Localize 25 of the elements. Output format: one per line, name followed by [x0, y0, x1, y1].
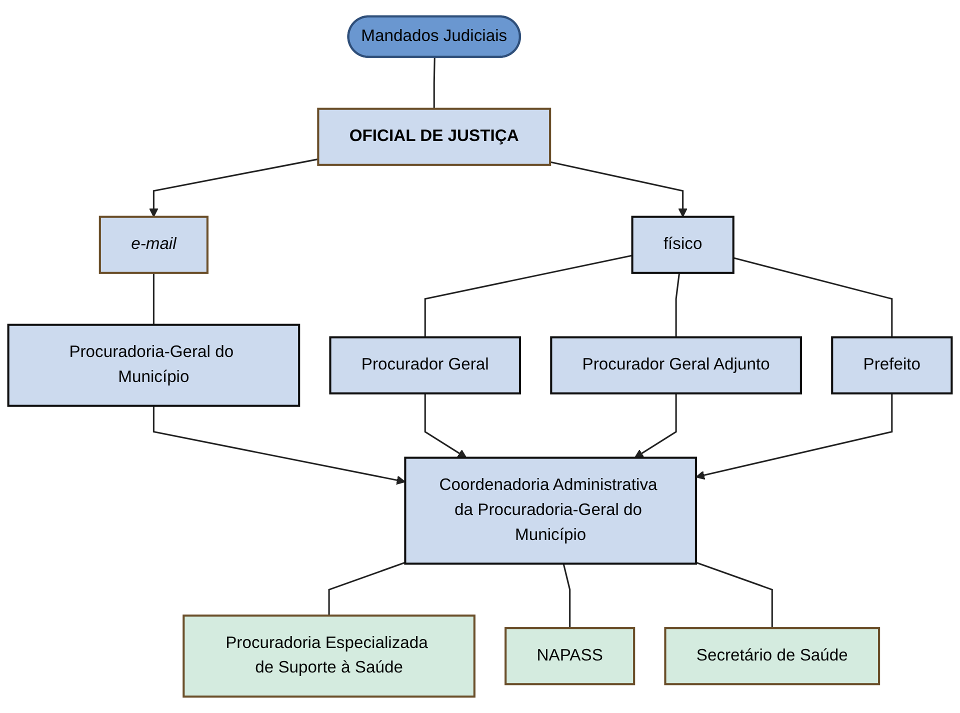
node-box: Secretário de Saúde [664, 627, 880, 686]
arrow [696, 393, 893, 480]
arrow [152, 406, 406, 485]
connector [675, 272, 680, 338]
node-box: Prefeito [831, 336, 953, 394]
arrow [424, 393, 467, 458]
node-box: e-mail [98, 216, 209, 274]
connector [733, 257, 893, 338]
arrow [149, 158, 318, 218]
node-box: NAPASS [504, 627, 636, 686]
node-box: físico [631, 216, 734, 274]
arrow [550, 161, 688, 218]
node-box: Procurador Geral Adjunto [550, 336, 802, 394]
connector [433, 57, 436, 109]
arrow [634, 393, 677, 458]
node-box: Coordenadoria Administrativa da Procuradoria-Geral do Município [404, 456, 698, 565]
connector [562, 564, 571, 628]
connector [152, 272, 154, 325]
node-box: Procuradoria-Geral do Município [7, 324, 300, 407]
connector [328, 562, 406, 616]
node-box: OFICIAL DE JUSTIÇA [317, 108, 552, 166]
node-box: Procuradoria Especializada de Suporte à Saúde [182, 614, 476, 698]
node-box: Procurador Geral [329, 336, 522, 394]
connector [696, 562, 773, 628]
connector [424, 254, 632, 338]
